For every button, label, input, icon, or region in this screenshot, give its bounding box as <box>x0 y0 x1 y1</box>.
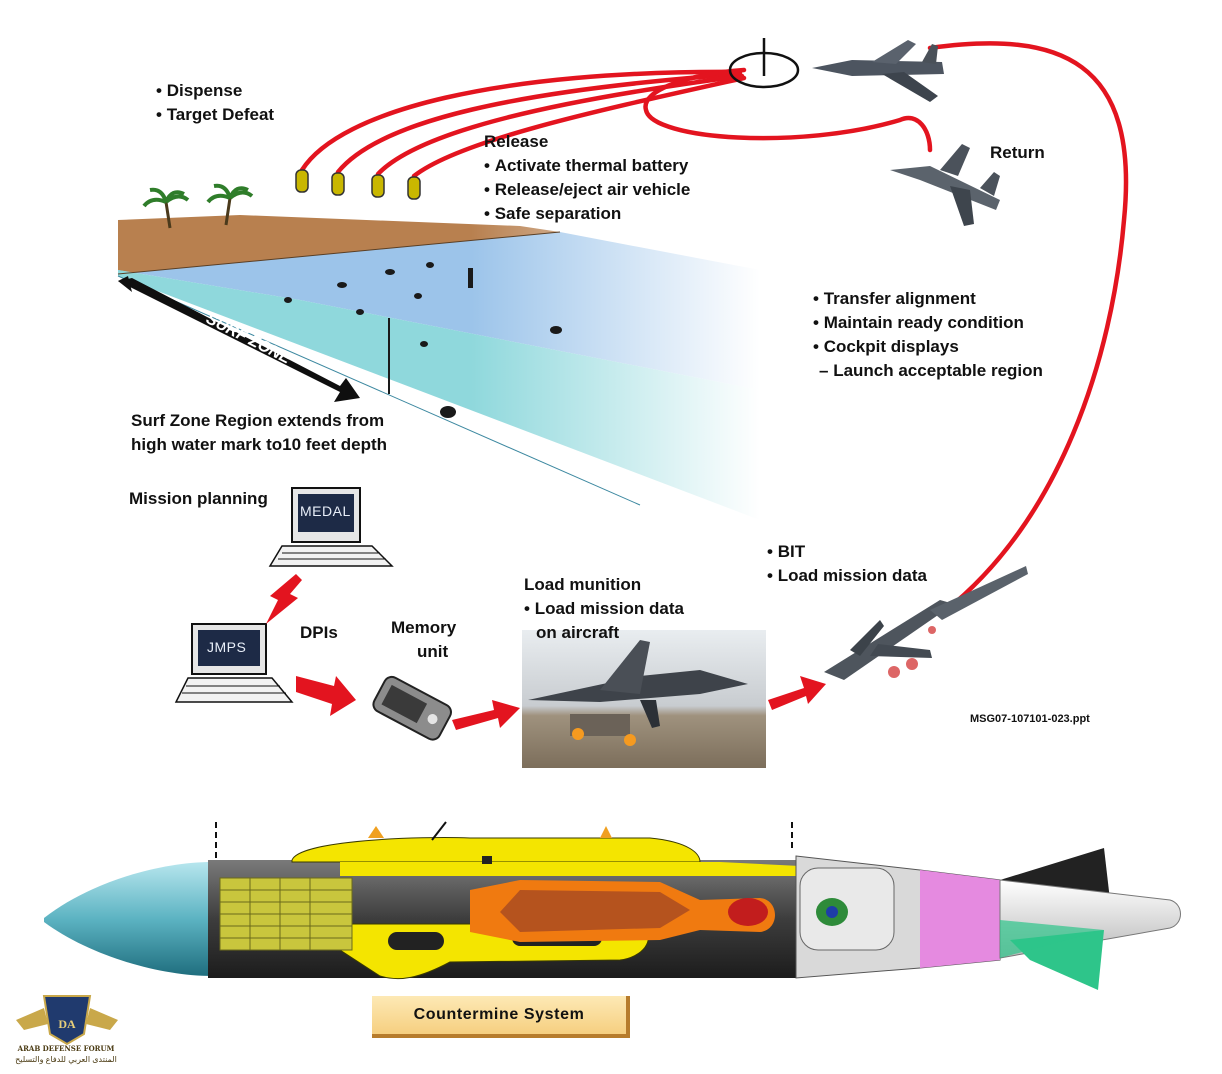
surf-zone-caption-line: high water mark to10 feet depth <box>131 435 387 454</box>
forum-logo-icon: DA <box>16 995 118 1046</box>
alignment-item: Cockpit displays <box>813 335 1043 359</box>
bit-item: Load mission data <box>767 564 927 588</box>
release-item: Release/eject air vehicle <box>484 178 691 202</box>
release-item: Activate thermal battery <box>484 154 690 178</box>
bomber-aircraft-icon <box>824 566 1028 680</box>
bit-label: BIT Load mission data <box>767 540 927 588</box>
load-munition-label: Load munition Load mission data on aircr… <box>524 573 684 645</box>
target-reticle-icon <box>728 38 800 89</box>
bomber-aircraft-icon <box>812 40 944 102</box>
dispense-label: Dispense Target Defeat <box>156 79 274 127</box>
bomblet-icon <box>295 169 421 200</box>
countermine-system-text: Countermine System <box>413 1006 585 1023</box>
mission-planning-label: Mission planning <box>129 489 268 508</box>
obstacles <box>284 262 562 418</box>
surf-zone-caption: Surf Zone Region extends from high water… <box>131 409 387 457</box>
memory-unit-line: Memory <box>391 618 457 637</box>
medal-screen-label: MEDAL <box>300 503 351 519</box>
dispense-item: Dispense <box>156 79 274 103</box>
red-arrow-icon <box>296 676 356 716</box>
load-munition-item: Load mission data <box>524 597 684 621</box>
target-defeat-item: Target Defeat <box>156 103 274 127</box>
red-arrow-icon <box>266 574 302 624</box>
dpis-label: DPIs <box>300 623 338 642</box>
aircraft-loading-photo <box>522 630 766 768</box>
beach-scene: SURF ZONE <box>117 183 760 520</box>
alignment-label: Transfer alignment Maintain ready condit… <box>813 287 1043 383</box>
alignment-subitem: Launch acceptable region <box>813 359 1043 383</box>
forum-logo-letters: DA <box>58 1017 76 1031</box>
memory-unit-line: unit <box>417 642 449 661</box>
release-item: Safe separation <box>484 202 690 226</box>
computer-terminal-icon <box>268 487 394 567</box>
countermine-system-label: Countermine System <box>372 996 630 1038</box>
surf-zone-arrow <box>118 276 360 402</box>
red-arrow-icon <box>452 700 520 730</box>
bomber-aircraft-icon <box>890 144 1000 226</box>
forum-name-arabic: المنتدى العربي للدفاع والتسليح <box>15 1055 117 1064</box>
load-munition-item: on aircraft <box>536 623 620 642</box>
load-munition-title: Load munition <box>524 575 642 594</box>
red-arrow-icon <box>768 676 826 710</box>
release-label: Release Activate thermal battery Release… <box>484 130 690 226</box>
computer-terminal-icon <box>174 623 294 703</box>
surf-zone-caption-line: Surf Zone Region extends from <box>131 411 385 430</box>
alignment-item: Transfer alignment <box>813 287 1043 311</box>
countermine-weapon <box>44 821 1181 990</box>
palm-tree-icon <box>206 183 254 226</box>
flight-path <box>299 41 1129 615</box>
forum-name-english: ARAB DEFENSE FORUM <box>17 1044 115 1053</box>
bit-item: BIT <box>767 540 927 564</box>
palm-tree-icon <box>142 187 190 229</box>
return-label: Return <box>990 143 1045 162</box>
release-title: Release <box>484 132 549 151</box>
memory-unit-icon <box>372 675 452 741</box>
jmps-screen-label: JMPS <box>207 639 247 655</box>
slide-reference: MSG07-107101-023.ppt <box>970 713 1090 725</box>
alignment-item: Maintain ready condition <box>813 311 1043 335</box>
memory-unit-label: Memory unit <box>391 616 456 664</box>
